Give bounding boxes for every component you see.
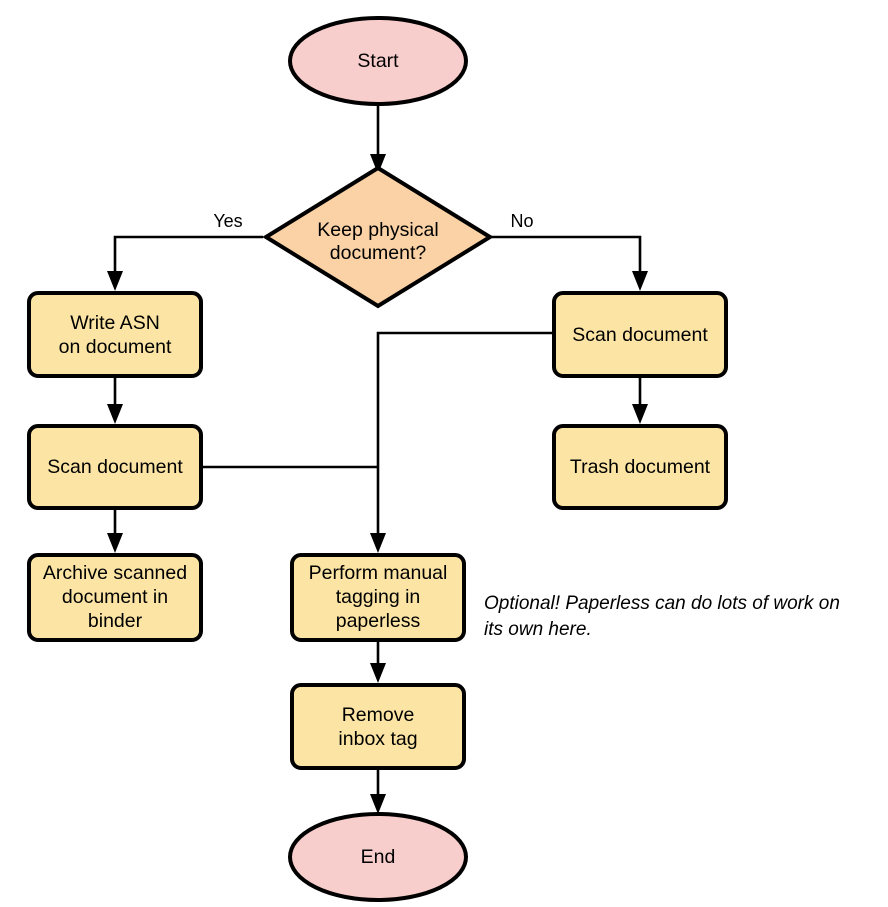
node-perform-manual-tagging[interactable]: Perform manual tagging in paperless: [290, 553, 466, 642]
edge-scan-right-to-tagging: [376, 331, 552, 541]
node-keep-physical-document[interactable]: Keep physical document?: [262, 165, 494, 309]
scan-document-left-box: [27, 424, 203, 510]
trash-document-box: [552, 424, 728, 510]
write-asn-label-line1: Write ASN: [70, 312, 160, 334]
tagging-box: [290, 553, 466, 642]
arrowhead-write-asn-to-scan-left: [107, 404, 123, 424]
node-scan-document-left[interactable]: Scan document: [27, 424, 203, 510]
node-start[interactable]: Start: [288, 16, 468, 106]
arrowhead-scan-right-to-trash: [632, 404, 648, 424]
edge-decision-yes-to-write-asn: [113, 235, 263, 279]
optional-note: Optional! Paperless can do lots of work …: [484, 593, 840, 640]
archive-label-line2: document in: [62, 586, 168, 608]
tagging-label-line1: Perform manual: [309, 562, 448, 584]
remove-inbox-box: [290, 683, 466, 770]
tagging-label-line2: tagging in: [336, 586, 421, 608]
node-end[interactable]: End: [288, 812, 468, 902]
write-asn-label-line2: on document: [59, 336, 172, 358]
edge-label-no: No: [510, 211, 533, 231]
scan-document-left-label: Scan document: [47, 456, 183, 478]
end-label: End: [361, 846, 396, 868]
tagging-label-line3: paperless: [336, 610, 421, 632]
trash-document-label: Trash document: [570, 456, 711, 478]
archive-box: [27, 553, 203, 642]
start-ellipse: [288, 16, 468, 106]
scan-document-right-label: Scan document: [572, 324, 708, 346]
arrowhead-merge-to-tagging: [370, 533, 386, 553]
end-ellipse: [288, 812, 468, 902]
decision-label-line2: document?: [330, 242, 427, 264]
node-archive-scanned-document[interactable]: Archive scanned document in binder: [27, 553, 203, 642]
arrowhead-scan-left-to-archive: [107, 533, 123, 553]
decision-diamond: [262, 165, 494, 309]
node-write-asn-on-document[interactable]: Write ASN on document: [27, 291, 203, 378]
node-trash-document[interactable]: Trash document: [552, 424, 728, 510]
node-remove-inbox-tag[interactable]: Remove inbox tag: [290, 683, 466, 770]
decision-label-line1: Keep physical: [317, 219, 438, 241]
arrowhead-tagging-to-remove-inbox: [370, 663, 386, 683]
remove-inbox-label-line2: inbox tag: [338, 728, 417, 750]
arrowhead-decision-no: [632, 271, 648, 291]
arrowhead-remove-inbox-to-end: [370, 794, 386, 814]
write-asn-box: [27, 291, 203, 378]
remove-inbox-label-line1: Remove: [342, 704, 415, 726]
optional-note-line1: Optional! Paperless can do lots of work …: [484, 593, 840, 614]
archive-label-line1: Archive scanned: [43, 562, 187, 584]
arrowhead-decision-yes: [107, 271, 123, 291]
scan-document-right-box: [552, 291, 728, 378]
edge-label-yes: Yes: [213, 211, 242, 231]
node-scan-document-right[interactable]: Scan document: [552, 291, 728, 378]
arrowhead-start-to-decision: [370, 154, 386, 174]
optional-note-line2: its own here.: [484, 619, 592, 640]
archive-label-line3: binder: [88, 610, 143, 632]
start-label: Start: [357, 50, 399, 72]
edge-decision-no-to-scan-right: [490, 235, 642, 279]
